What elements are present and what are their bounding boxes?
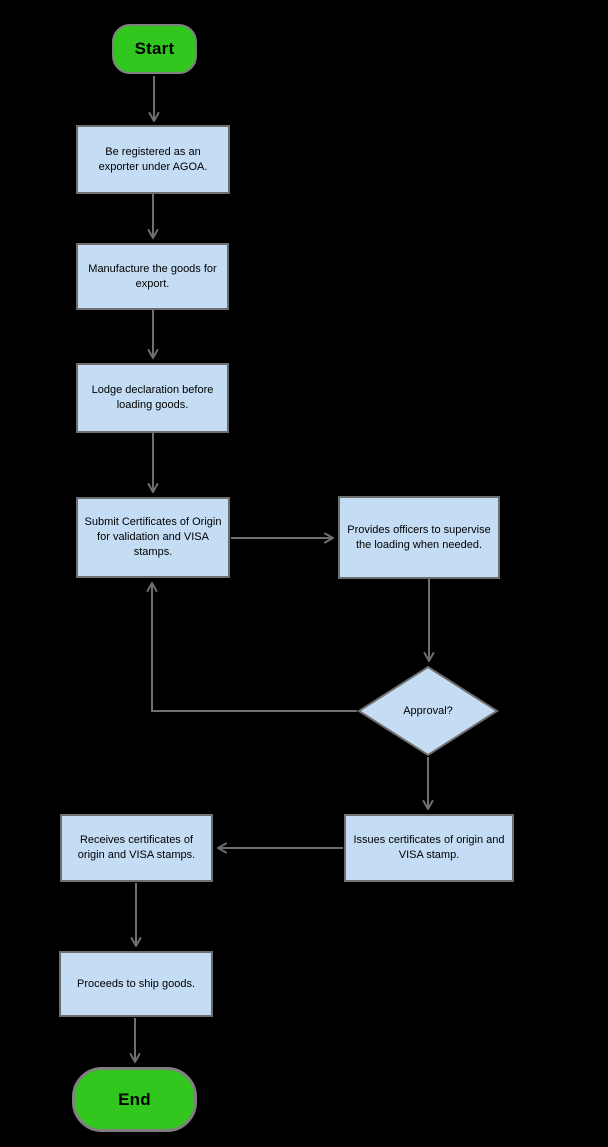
edge-approval-submit-loop	[146, 582, 357, 712]
process-label: Lodge declaration before loading goods.	[91, 384, 214, 411]
process-label: Provides officers to supervise the loadi…	[347, 523, 491, 551]
process-node-submit-certificates: Submit Certificates of Origin for valida…	[76, 497, 230, 578]
terminator-label: Start	[134, 39, 175, 58]
process-node-manufacture-goods: Manufacture the goods for export.	[76, 243, 229, 310]
process-label: Receives certificates of origin and VISA…	[77, 834, 196, 861]
process-label: Be registered as an exporter under AGOA.	[98, 145, 208, 173]
process-label: Manufacture the goods for export.	[88, 262, 217, 290]
process-node-register-exporter: Be registered as an exporter under AGOA.	[76, 125, 230, 194]
process-node-provides-officers: Provides officers to supervise the loadi…	[338, 496, 500, 579]
terminator-node-end: End	[72, 1067, 197, 1132]
process-label: Issues certificates of origin and VISA s…	[353, 834, 505, 861]
decision-node-approval: Approval?	[403, 705, 453, 717]
process-node-proceeds-to-ship: Proceeds to ship goods.	[59, 951, 213, 1017]
terminator-label: End	[118, 1089, 151, 1109]
process-node-issues-certificates: Issues certificates of origin and VISA s…	[344, 814, 514, 882]
decision-node-approval-shape	[357, 665, 499, 757]
process-label: Proceeds to ship goods.	[76, 977, 196, 990]
process-node-lodge-declaration: Lodge declaration before loading goods.	[76, 363, 229, 433]
process-label: Submit Certificates of Origin for valida…	[84, 516, 222, 558]
process-node-receives-certificates: Receives certificates of origin and VISA…	[60, 814, 213, 882]
terminator-node-start: Start	[112, 24, 197, 74]
